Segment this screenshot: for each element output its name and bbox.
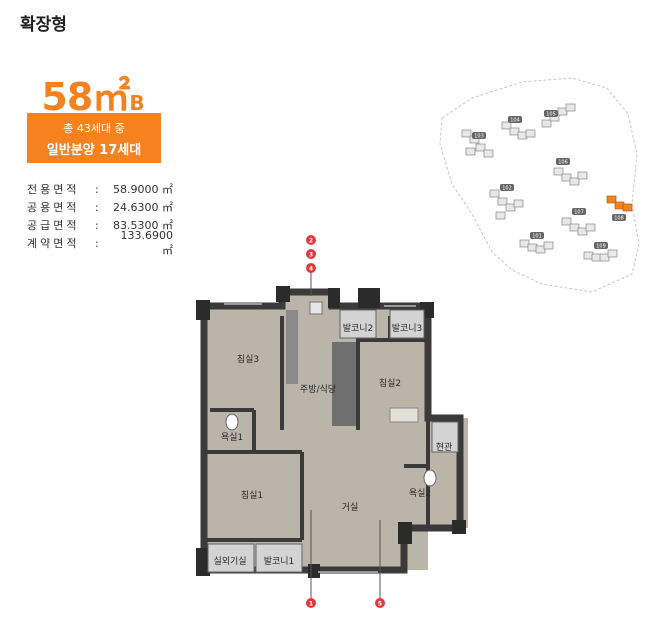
unit-area: 58㎡ — [41, 75, 130, 119]
general-households: 일반분양 17세대 — [46, 143, 142, 158]
room-label: 거실 — [342, 502, 359, 513]
unit-type-title: 58㎡B — [26, 66, 160, 121]
area-label: 계약면적 — [27, 237, 80, 250]
room-label: 발코니1 — [264, 556, 295, 567]
room-label: 욕실1 — [221, 432, 243, 443]
kitchen-counter — [286, 310, 298, 384]
unit-suffix: B — [129, 91, 145, 115]
building-label: 103 — [474, 134, 484, 140]
area-label: 전용면적 — [27, 183, 80, 196]
building-label: 105 — [546, 112, 556, 118]
room-label: 침실1 — [241, 490, 263, 501]
site-key-map: 103 104 105 106 102 107 108 101 109 — [439, 77, 640, 293]
area-label: 공용면적 — [27, 201, 80, 214]
room-label: 침실2 — [379, 378, 401, 389]
area-table: 전용면적: 58.9000 ㎡ 공용면적: 24.6300 ㎡ 공급면적: 83… — [27, 180, 173, 257]
building-label: 102 — [502, 186, 512, 192]
site-boundary — [439, 77, 640, 293]
room-label: 발코니3 — [392, 323, 423, 334]
area-row: 계약면적: 133.6900 ㎡ — [27, 228, 173, 257]
building-label: 104 — [510, 118, 520, 124]
area-value: 58.9000 ㎡ — [113, 183, 173, 196]
kitchen-island — [332, 342, 356, 426]
balcony-3 — [389, 309, 425, 339]
view-marker: 3 — [309, 252, 313, 259]
room-label: 침실3 — [237, 354, 259, 365]
outdoor-unit-room — [207, 543, 255, 573]
household-banner: 총 43세대 중 일반분양 17세대 — [27, 113, 161, 163]
area-row: 공용면적: 24.6300 ㎡ — [27, 200, 173, 215]
balcony-2 — [339, 309, 377, 339]
building-label: 107 — [574, 210, 584, 216]
area-value: 24.6300 ㎡ — [113, 201, 173, 214]
room-label: 주방/식당 — [300, 384, 336, 395]
area-value: 133.6900 ㎡ — [120, 228, 174, 257]
area-value: 83.5300 ㎡ — [113, 219, 173, 232]
floor-plan: 침실3 주방/식당 침실2 발코니2 발코니3 욕실1 현관 침실1 거실 욕실… — [196, 235, 468, 608]
room-label: 현관 — [436, 442, 453, 453]
view-marker: 1 — [309, 601, 313, 608]
entrance-floor — [431, 421, 459, 453]
area-row: 전용면적: 58.9000 ㎡ — [27, 182, 173, 197]
view-marker: 2 — [309, 238, 313, 245]
area-label: 공급면적 — [27, 219, 80, 232]
building-label: 108 — [614, 216, 624, 222]
page-heading: 확장형 — [20, 15, 67, 35]
room-label: 발코니2 — [343, 323, 374, 334]
highlighted-building — [606, 195, 633, 212]
building-label: 106 — [558, 160, 568, 166]
building-label: 109 — [596, 244, 606, 250]
view-marker: 4 — [309, 266, 313, 273]
room-label: 욕실2 — [409, 488, 431, 499]
building-label: 101 — [532, 234, 542, 240]
room-label: 실외기실 — [213, 555, 246, 567]
balcony-1 — [255, 543, 303, 573]
view-marker: 5 — [378, 601, 382, 608]
area-row: 공급면적: 83.5300 ㎡ — [27, 218, 173, 233]
total-households: 총 43세대 중 — [63, 122, 125, 135]
